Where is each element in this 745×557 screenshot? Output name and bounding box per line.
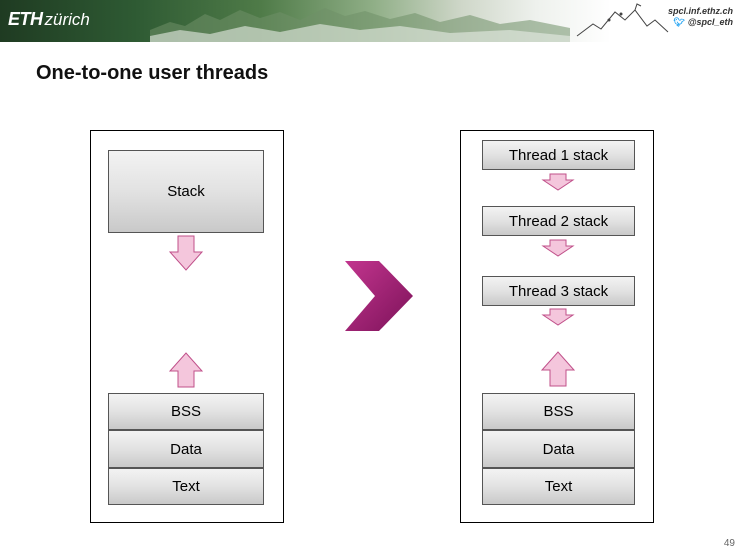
stack-block: Stack (108, 150, 264, 233)
data-block: Data (482, 430, 635, 468)
twitter-handle: @spcl_eth (687, 17, 733, 27)
heap-grows-up-arrow (540, 351, 576, 387)
thread-1-stack-block: Thread 1 stack (482, 140, 635, 170)
data-block: Data (108, 430, 264, 468)
spcl-mountain-logo (576, 3, 669, 37)
stack-grows-down-arrow (168, 235, 204, 271)
eth-logo-text: ETH (8, 9, 43, 29)
mountain-panorama (150, 8, 570, 42)
thread-1-stack-arrow (541, 173, 575, 191)
spcl-website: spcl.inf.ethz.ch (667, 6, 733, 16)
slide-title: One-to-one user threads (36, 62, 269, 84)
thread-2-stack-arrow (541, 239, 575, 257)
thread-3-stack-block: Thread 3 stack (482, 276, 635, 306)
twitter-bird-icon: 🐦︎ (673, 17, 685, 27)
bss-block: BSS (108, 393, 264, 430)
page-number: 49 (723, 538, 735, 549)
transition-arrow (345, 261, 413, 331)
spcl-contact: spcl.inf.ethz.ch 🐦︎@spcl_eth (668, 6, 733, 28)
zurich-logo-text: zürich (44, 10, 90, 29)
text-block: Text (108, 468, 264, 505)
multi-thread-memory-panel: Thread 1 stack Thread 2 stack Thread 3 s… (460, 130, 654, 523)
thread-2-stack-block: Thread 2 stack (482, 206, 635, 236)
thread-3-stack-arrow (541, 308, 575, 326)
heap-grows-up-arrow (168, 352, 204, 388)
single-thread-memory-panel: Stack BSS Data Text (90, 130, 284, 523)
bss-block: BSS (482, 393, 635, 430)
text-block: Text (482, 468, 635, 505)
